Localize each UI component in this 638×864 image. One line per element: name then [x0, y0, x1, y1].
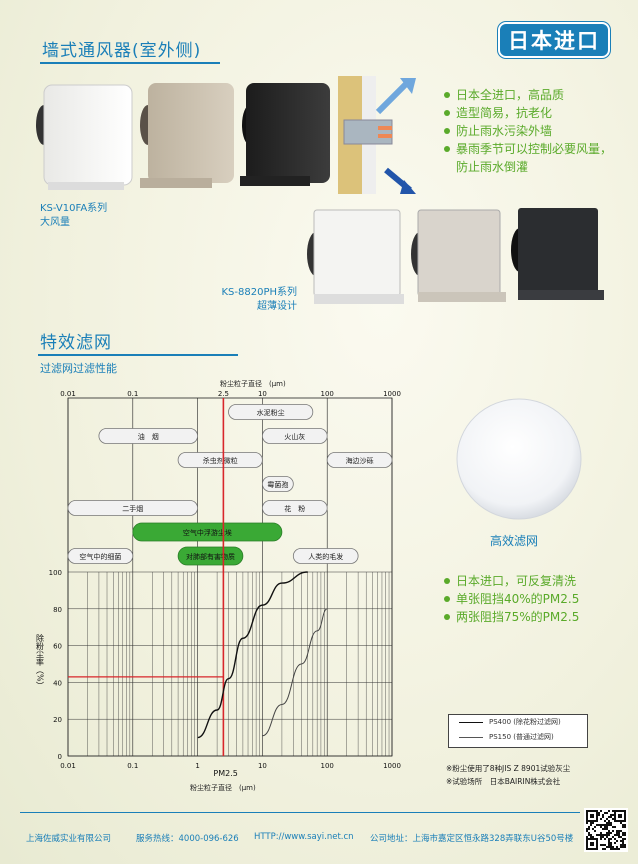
product-black-hood [240, 83, 330, 186]
feature-item: 造型简易，抗老化 [442, 104, 632, 122]
particle-label: 对肺部有害物质 [186, 552, 235, 561]
particle-bubble [67, 548, 134, 564]
top-tick-label: 10 [258, 390, 267, 398]
import-badge: 日本进口 [498, 22, 610, 58]
bottom-axis-label: 粉尘粒子直径 (μm) [190, 783, 256, 792]
feature-list: 日本全进口，高品质 造型简易，抗老化 防止雨水污染外墙 暴雨季节可以控制必要风量… [442, 86, 632, 176]
bottom-tick-label: 1 [195, 762, 199, 770]
y-tick-label: 40 [53, 679, 62, 687]
y-tick-label: 60 [53, 643, 62, 651]
particle-bubble [326, 452, 393, 468]
ks-v10fa-series-label: KS-V10FA系列 大风量 [40, 203, 108, 228]
particle-label: 杀虫剂微粒 [203, 456, 238, 465]
filter-feature-item: 日本进口，可反复清洗 [442, 572, 632, 590]
filter-feature-item: 单张阻挡40%的PM2.5 [442, 590, 632, 608]
legend-label-ps150: PS150 (普通过滤网) [489, 733, 554, 741]
filter-subtitle: 过滤网过滤性能 [40, 362, 117, 375]
particle-bubble [261, 500, 328, 516]
particle-label: 二手烟 [122, 504, 143, 513]
y-tick-label: 0 [58, 753, 62, 761]
page-title: 墙式通风器(室外侧) [42, 41, 202, 61]
top-tick-label: 0.01 [60, 390, 76, 398]
particle-label: 水泥粉尘 [257, 408, 285, 417]
filter-material-image [456, 398, 582, 520]
bottom-tick-label: 0.01 [60, 762, 76, 770]
particle-bubble [292, 548, 359, 564]
particle-label: 空气中的细菌 [79, 552, 121, 561]
y-tick-label: 80 [53, 606, 62, 614]
filter-feature-item: 两张阻挡75%的PM2.5 [442, 608, 632, 626]
filter-section-title: 特效滤网 [40, 333, 112, 353]
filter-feature-list: 日本进口，可反复清洗 单张阻挡40%的PM2.5 两张阻挡75%的PM2.5 [442, 572, 632, 626]
product-black-flat [511, 208, 604, 300]
footer-address: 公司地址：上海市嘉定区恒永路328弄联东U谷50号楼 [370, 834, 574, 844]
feature-item: 暴雨季节可以控制必要风量，防止雨水倒灌 [442, 140, 632, 176]
test-notes: ※粉尘使用了8种JIS Z 8901试验灰尘 ※试验场所 日本BAIRIN株式会… [446, 764, 571, 786]
particle-label: 花 粉 [284, 504, 305, 513]
legend-swatch-ps400 [459, 722, 483, 723]
footer-hotline: 服务热线：4000-096-626 [136, 834, 239, 844]
y-tick-label: 100 [49, 569, 62, 577]
legend-swatch-ps150 [459, 737, 483, 738]
particle-bubble [67, 500, 199, 516]
filter-image-label: 高效滤网 [490, 534, 539, 548]
y-tick-label: 20 [53, 716, 62, 724]
chart-legend: PS400 (除花粉过滤网) PS150 (普通过滤网) [448, 714, 588, 748]
footer-website-link[interactable]: HTTP://www.sayi.net.cn [254, 832, 354, 842]
qr-code-icon[interactable] [584, 808, 628, 852]
legend-label-ps400: PS400 (除花粉过滤网) [489, 718, 561, 726]
feature-item: 防止雨水污染外墙 [442, 122, 632, 140]
ks-v10fa-products [36, 83, 330, 190]
top-tick-label: 100 [321, 390, 334, 398]
top-tick-label: 1000 [383, 390, 401, 398]
y-axis-label: 除粉尘率（%） [36, 633, 45, 690]
ks-8820ph-series-label: KS-8820PH系列 超薄设计 [221, 287, 297, 312]
particle-label: 海边沙砾 [346, 456, 374, 465]
bottom-tick-label: 10 [258, 762, 267, 770]
product-white-hood [36, 84, 133, 190]
bottom-tick-label: 100 [321, 762, 334, 770]
chart-frame [67, 397, 393, 757]
particle-bubble [98, 428, 198, 444]
pm25-marker-label: PM2.5 [213, 769, 237, 778]
particle-label: 霉菌孢 [267, 480, 288, 489]
top-tick-label: 0.1 [127, 390, 138, 398]
particle-label: 空气中浮游尘埃 [183, 528, 232, 537]
particle-bubble [261, 428, 328, 444]
particle-bubble [228, 404, 314, 420]
particle-bubble [177, 452, 263, 468]
bottom-tick-label: 0.1 [127, 762, 138, 770]
product-silver-flat [411, 209, 506, 302]
footer-company: 上海佐威实业有限公司 [26, 834, 112, 844]
series-curve-ps150 [262, 608, 328, 737]
product-white-flat [307, 209, 404, 304]
footer-divider [20, 812, 580, 813]
filter-title-underline [38, 354, 238, 356]
product-beige-hood [140, 83, 234, 188]
particle-bubble [261, 476, 294, 492]
wall-airflow-illustration [338, 76, 416, 194]
particle-label: 油 烟 [138, 432, 159, 441]
bottom-tick-label: 1000 [383, 762, 401, 770]
particle-bubble [177, 546, 244, 566]
feature-item: 日本全进口，高品质 [442, 86, 632, 104]
title-underline [40, 62, 220, 64]
ks-8820ph-products [307, 208, 604, 304]
particle-label: 人类的毛发 [308, 552, 343, 561]
series-curve-ps400 [197, 571, 308, 739]
particle-label: 火山灰 [284, 432, 305, 441]
top-tick-label: 2.5 [218, 390, 229, 398]
top-axis-label: 粉尘粒子直径 (μm) [220, 379, 286, 388]
particle-bubble [132, 522, 283, 542]
